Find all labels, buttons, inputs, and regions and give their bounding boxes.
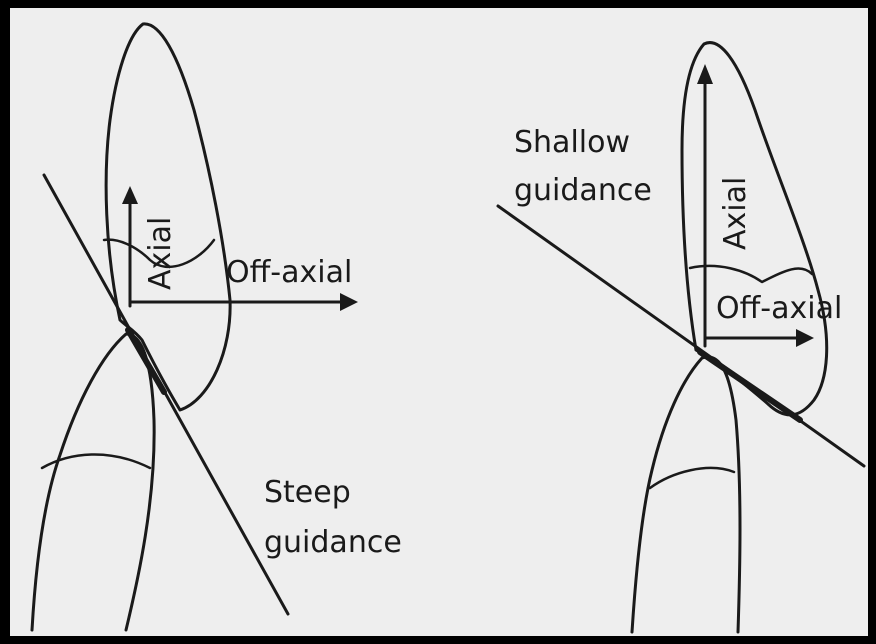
left-guidance-label-line1: Steep	[264, 475, 351, 510]
left-axial-label: Axial	[143, 217, 178, 290]
right-guidance-label-line1: Shallow	[514, 125, 630, 160]
right-off-axial-label: Off-axial	[716, 291, 842, 326]
right-axial-label: Axial	[718, 177, 753, 250]
right-guidance-label-line2: guidance	[514, 173, 652, 208]
left-guidance-label-line2: guidance	[264, 525, 402, 560]
left-off-axial-label: Off-axial	[226, 255, 352, 290]
